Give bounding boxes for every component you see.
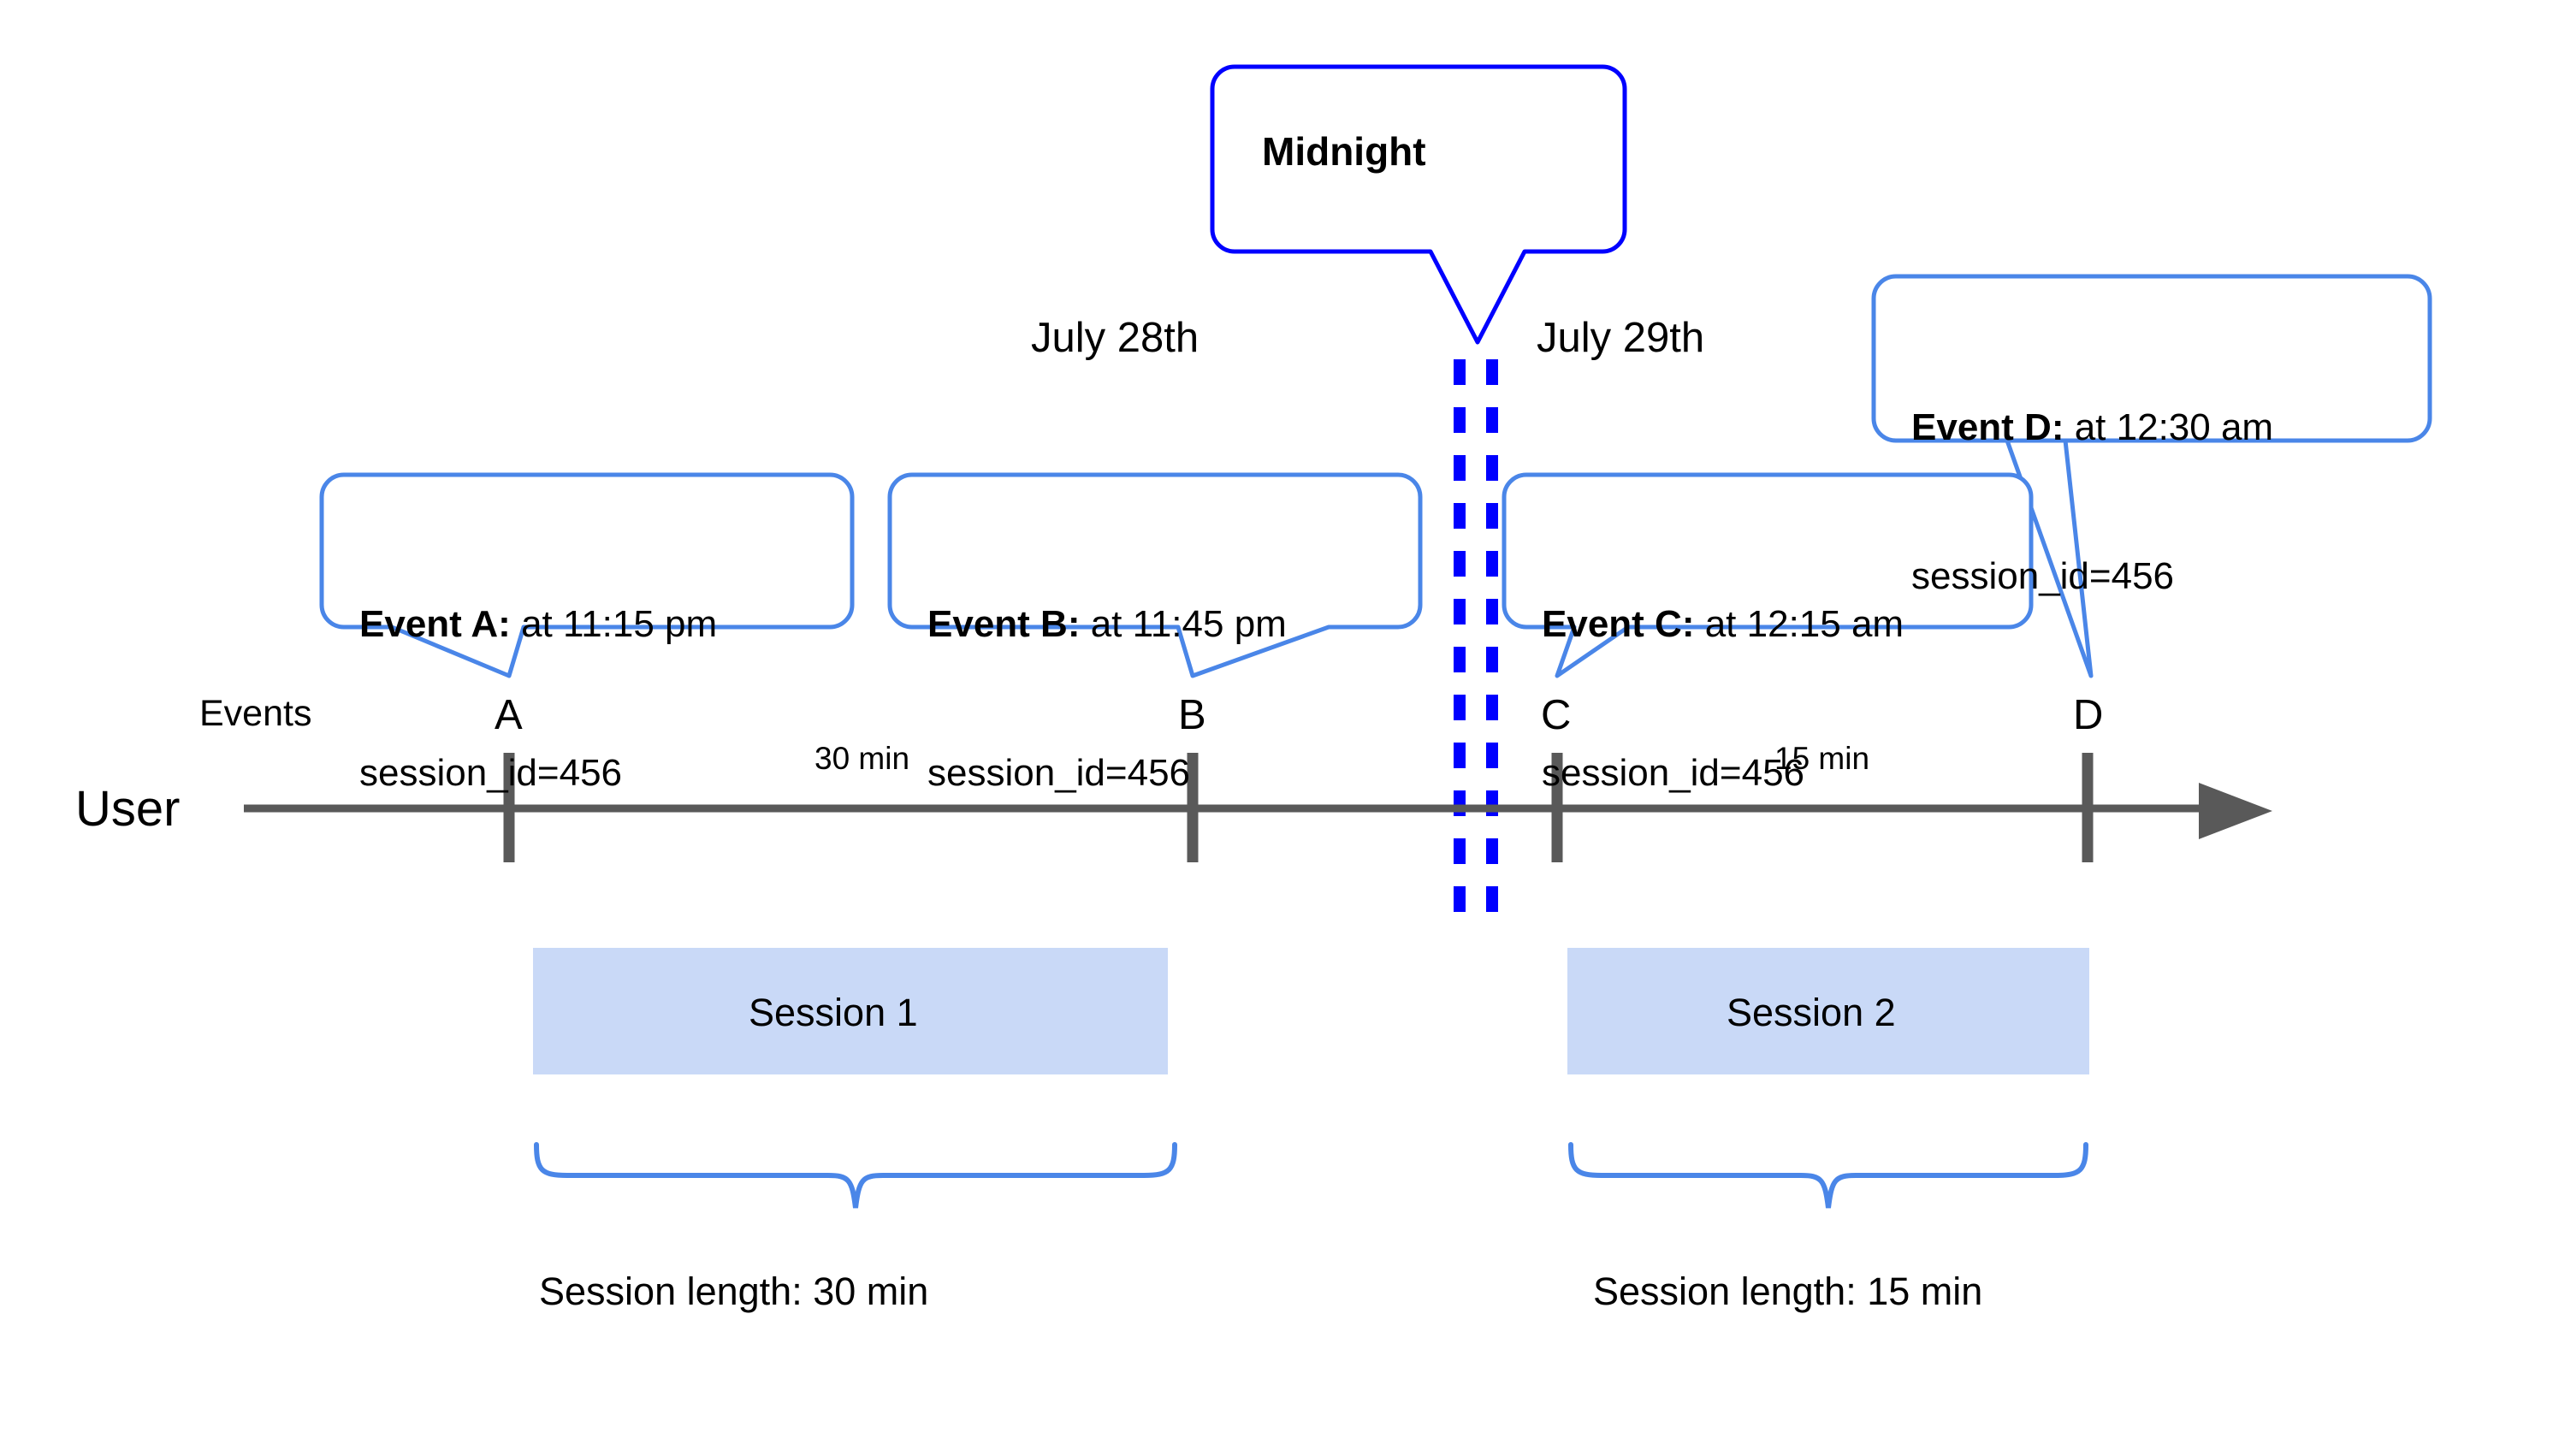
session-length-label-1: Session length: 30 min	[539, 1270, 929, 1313]
event-callout-detail-d: at 12:30 am	[2064, 406, 2274, 448]
timeline-axis	[244, 783, 2272, 839]
date-label-july-28: July 28th	[1031, 315, 1199, 361]
session-bar-2	[1567, 948, 2089, 1074]
timeline-tick-marks	[503, 753, 2094, 862]
date-label-july-29: July 29th	[1537, 315, 1705, 361]
session-brace-2	[1568, 1142, 2088, 1209]
event-callout-shape-b	[887, 472, 1423, 678]
event-callout-detail-b: at 11:45 pm	[1080, 603, 1287, 645]
lane-label-events: Events	[199, 693, 312, 734]
event-callout-shape-d	[1871, 274, 2432, 678]
event-callout-shape-c	[1502, 472, 2034, 678]
gap-label-15-min: 15 min	[1774, 741, 1870, 776]
midnight-callout-shape	[1210, 64, 1627, 345]
session-brace-1	[534, 1142, 1177, 1209]
session-length-label-2: Session length: 15 min	[1593, 1270, 1983, 1313]
event-callout-lead-a: Event A:	[359, 603, 511, 645]
session-bar-label-1: Session 1	[749, 991, 918, 1034]
event-callout-text-c: Event C: at 12:15 am session_id=456	[1542, 500, 1904, 897]
event-letter-a: A	[495, 692, 523, 738]
event-callout-lead-c: Event C:	[1542, 603, 1695, 645]
event-callout-text-d: Event D: at 12:30 am session_id=456	[1911, 304, 2273, 701]
event-callout-detail-a: at 11:15 pm	[510, 603, 718, 645]
event-callout-line2-a: session_id=456	[359, 752, 623, 794]
gap-label-30-min: 30 min	[814, 741, 910, 776]
event-callout-detail-c: at 12:15 am	[1694, 603, 1904, 645]
session-bar-label-2: Session 2	[1727, 991, 1896, 1034]
event-callout-text-a: Event A: at 11:15 pm session_id=456	[359, 500, 717, 897]
event-letter-b: B	[1178, 692, 1206, 738]
event-callout-lead-b: Event B:	[927, 603, 1081, 645]
event-letter-c: C	[1541, 692, 1572, 738]
midnight-callout-label: Midnight	[1262, 129, 1426, 174]
event-callout-lead-d: Event D:	[1911, 406, 2064, 448]
timeline-axis-arrowhead	[2199, 783, 2272, 839]
event-callout-text-b: Event B: at 11:45 pm session_id=456	[927, 500, 1287, 897]
event-callout-shape-a	[319, 472, 855, 678]
event-callout-line2-b: session_id=456	[927, 752, 1191, 794]
event-letter-d: D	[2073, 692, 2104, 738]
session-bar-1	[533, 948, 1168, 1074]
event-callout-line2-c: session_id=456	[1542, 752, 1805, 794]
event-callout-line2-d: session_id=456	[1911, 555, 2175, 597]
midnight-dashed-lines	[1454, 359, 1498, 932]
lane-label-user: User	[75, 781, 181, 837]
